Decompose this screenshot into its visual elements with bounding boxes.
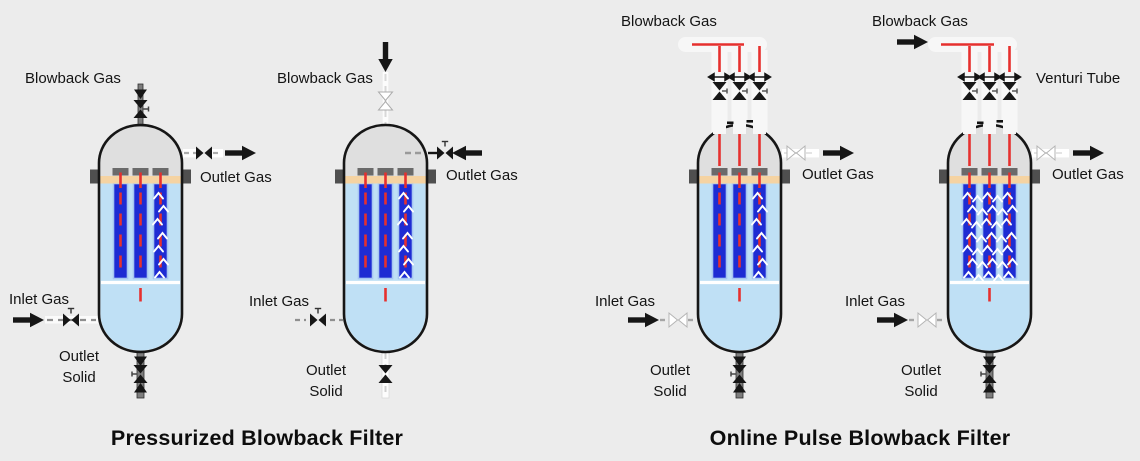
v1-outlet-gas-label: Outlet Gas: [200, 169, 272, 186]
v1-inlet-gas-label: Inlet Gas: [9, 291, 70, 308]
pulse-valves: [712, 82, 768, 100]
sheet-flange-left: [939, 169, 947, 184]
outlet-gas-pipe: [183, 149, 223, 158]
inlet-gas-valve-open: [628, 312, 688, 328]
vessel-outline: [97, 123, 184, 354]
vessel-online-pulse-filtering: [628, 37, 854, 399]
v4-venturi-tube-label: Venturi Tube: [1036, 70, 1121, 87]
caption-online-pulse-blowback-filter: Online Pulse Blowback Filter: [709, 426, 1011, 450]
solids-outlet-pipe: [381, 349, 390, 399]
v1-outlet-solid-label: Outlet Solid: [58, 348, 100, 386]
v1-blowback-gas-label: Blowback Gas: [25, 70, 121, 87]
caption-pressurized-blowback-filter: Pressurized Blowback Filter: [110, 426, 404, 450]
v4-outlet-solid-label: Outlet Solid: [900, 362, 942, 400]
inlet-gas-valve-open: [877, 312, 937, 328]
blowback-gas-arrow: [897, 34, 928, 50]
pulse-valves-venturi: [962, 82, 1018, 100]
v2-outlet-gas-label: Outlet Gas: [446, 167, 518, 184]
blowback-valve-closed: [133, 89, 150, 118]
sheet-flange-left: [335, 169, 343, 184]
v4-blowback-gas-label: Blowback Gas: [872, 13, 968, 30]
vessel-pressurized-filtering: [13, 83, 256, 399]
sheet-flange-right: [428, 169, 436, 184]
sheet-flange-left: [689, 169, 697, 184]
solids-outlet-valve: [730, 356, 747, 393]
v2-outlet-solid-label: Outlet Solid: [305, 362, 347, 400]
vessel-outline: [342, 123, 429, 354]
sheet-flange-right: [782, 169, 790, 184]
pulse-gas-header: [897, 34, 1022, 134]
outlet-gas-valve-closed: [437, 140, 482, 161]
inlet-gas-pipe: [45, 316, 98, 324]
inlet-gas-valve-closed: [310, 307, 326, 327]
solids-outlet-valve: [980, 356, 997, 393]
v4-outlet-gas-label: Outlet Gas: [1052, 166, 1124, 183]
outlet-gas-valve-open: [1036, 145, 1104, 161]
solids-outlet-valve: [131, 356, 148, 393]
v3-outlet-solid-label: Outlet Solid: [649, 362, 691, 400]
sheet-flange-right: [183, 169, 191, 184]
dome-nozzles: [713, 117, 766, 166]
v3-inlet-gas-label: Inlet Gas: [595, 293, 656, 310]
v3-blowback-gas-label: Blowback Gas: [621, 13, 717, 30]
sheet-flange-right: [1032, 169, 1040, 184]
vessel-pressurized-blowback: [295, 42, 482, 399]
vessel-online-pulse-cleaning: [877, 34, 1104, 399]
sheet-flange-left: [90, 169, 98, 184]
v2-inlet-gas-label: Inlet Gas: [249, 293, 310, 310]
v4-inlet-gas-label: Inlet Gas: [845, 293, 906, 310]
outlet-gas-valve: [196, 145, 256, 161]
v2-blowback-gas-label: Blowback Gas: [277, 70, 373, 87]
outlet-gas-valve-open: [786, 145, 854, 161]
v3-outlet-gas-label: Outlet Gas: [802, 166, 874, 183]
dome-nozzles: [963, 117, 1016, 166]
